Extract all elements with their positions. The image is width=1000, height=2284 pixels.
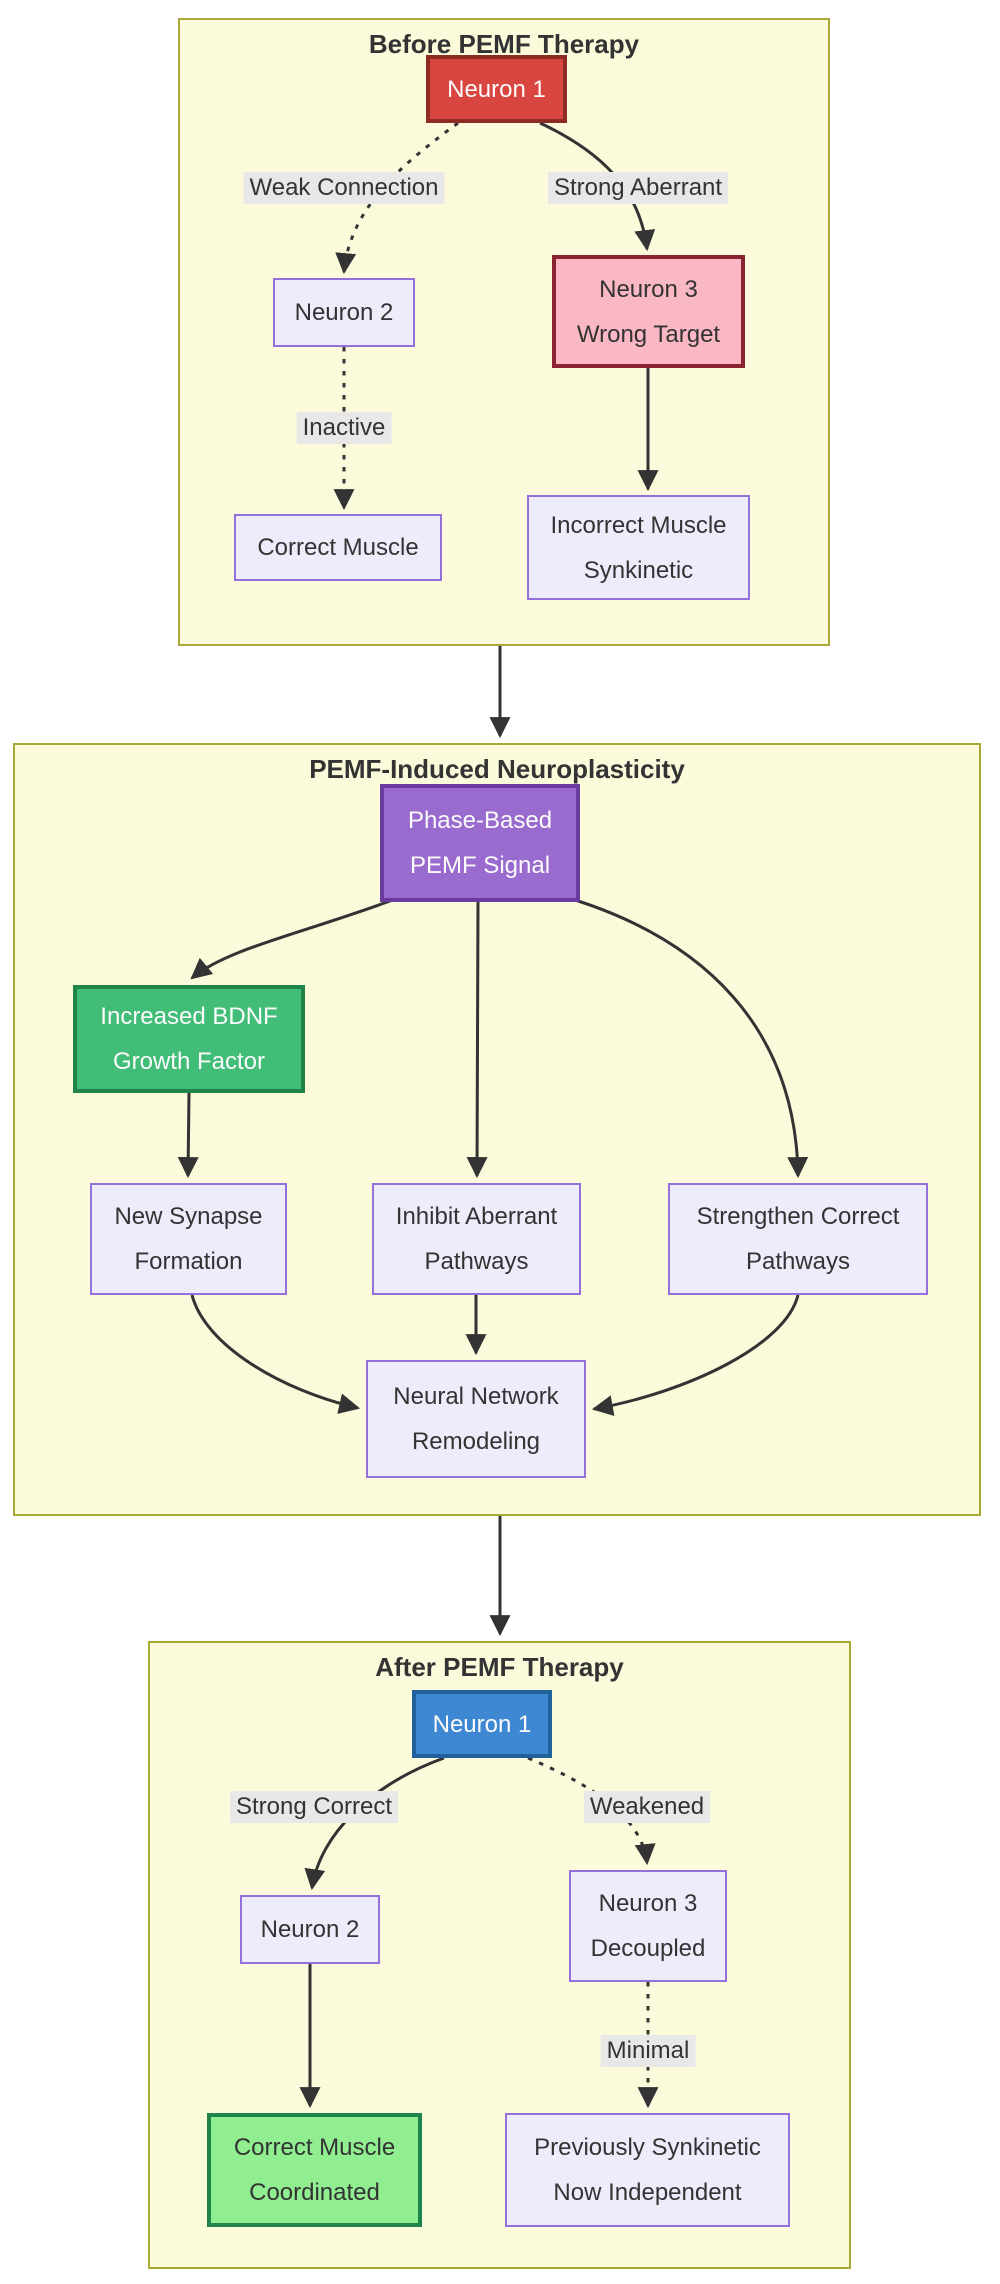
node-label: Neuron 2 [294,299,394,326]
node-correct-muscle-coordinated: Correct Muscle Coordinated [207,2113,422,2227]
node-label: New Synapse [114,1203,263,1230]
node-phase-based-pemf-signal: Phase-Based PEMF Signal [380,784,580,902]
node-label: Neuron 1 [432,1710,532,1738]
node-label: Neuron 2 [260,1916,360,1943]
node-label: Neural Network [393,1383,559,1410]
node-neuron3-decoupled: Neuron 3 Decoupled [569,1870,727,1982]
node-strengthen-correct-pathways: Strengthen Correct Pathways [668,1183,928,1295]
node-label: Strengthen Correct [696,1203,900,1230]
edge-label-inactive: Inactive [296,412,392,444]
section-title-during: PEMF-Induced Neuroplasticity [309,754,685,784]
node-label: Correct Muscle [233,2134,396,2161]
node-label: Neuron 3 [598,1890,698,1917]
node-label: Inhibit Aberrant [395,1203,558,1230]
node-label: Pathways [745,1248,851,1275]
edge-label-weak-connection: Weak Connection [243,172,445,204]
node-previously-synkinetic-now-independent: Previously Synkinetic Now Independent [505,2113,790,2227]
node-increased-bdnf-growth-factor: Increased BDNF Growth Factor [73,985,305,1093]
node-new-synapse-formation: New Synapse Formation [90,1183,287,1295]
edge-pemf-to-inhibit [466,901,488,1179]
node-correct-muscle-before: Correct Muscle [234,514,442,581]
section-title-after: After PEMF Therapy [375,1652,624,1682]
node-label: PEMF Signal [409,852,551,879]
edge-label-strong-correct: Strong Correct [229,1791,399,1823]
edge-synapse-to-remodel [190,1294,361,1414]
edge-pemf-to-strengthen [561,894,809,1179]
node-label: Phase-Based [407,807,553,834]
node-inhibit-aberrant-pathways: Inhibit Aberrant Pathways [372,1183,581,1295]
node-neuron2-before: Neuron 2 [273,278,415,347]
node-label: Now Independent [553,2179,742,2206]
node-label: Neuron 1 [447,75,546,103]
node-label: Decoupled [590,1935,706,1962]
edge-bdnf-to-synapse [177,1092,199,1179]
node-label: Formation [134,1248,243,1275]
node-neuron1-before: Neuron 1 [426,55,567,123]
edge-strengthen-to-remodel [591,1294,800,1416]
edge-pemf-to-bdnf [190,896,399,980]
node-incorrect-muscle-synkinetic: Incorrect Muscle Synkinetic [527,495,750,600]
node-label: Pathways [424,1248,529,1275]
node-label: Correct Muscle [257,534,419,561]
node-neuron3-wrong-target: Neuron 3 Wrong Target [552,255,745,368]
edge-label-strong-aberrant: Strong Aberrant [547,172,729,204]
node-label: Growth Factor [112,1048,266,1075]
section-title-before: Before PEMF Therapy [368,29,640,59]
node-label: Incorrect Muscle [550,511,727,539]
node-neural-network-remodeling: Neural Network Remodeling [366,1360,586,1478]
node-label: Previously Synkinetic [534,2134,761,2161]
edge-label-weakened: Weakened [583,1791,711,1823]
node-label: Wrong Target [576,320,721,348]
node-neuron1-after: Neuron 1 [412,1690,552,1758]
node-neuron2-after: Neuron 2 [240,1895,380,1964]
node-label: Remodeling [411,1428,541,1455]
edge-label-minimal: Minimal [600,2035,696,2067]
node-label: Neuron 3 [599,275,698,303]
node-label: Coordinated [249,2179,380,2206]
node-label: Increased BDNF [100,1003,278,1030]
node-label: Synkinetic [583,556,694,584]
edge-neuron1-strongcorrect-neuron2 [304,1756,445,1891]
